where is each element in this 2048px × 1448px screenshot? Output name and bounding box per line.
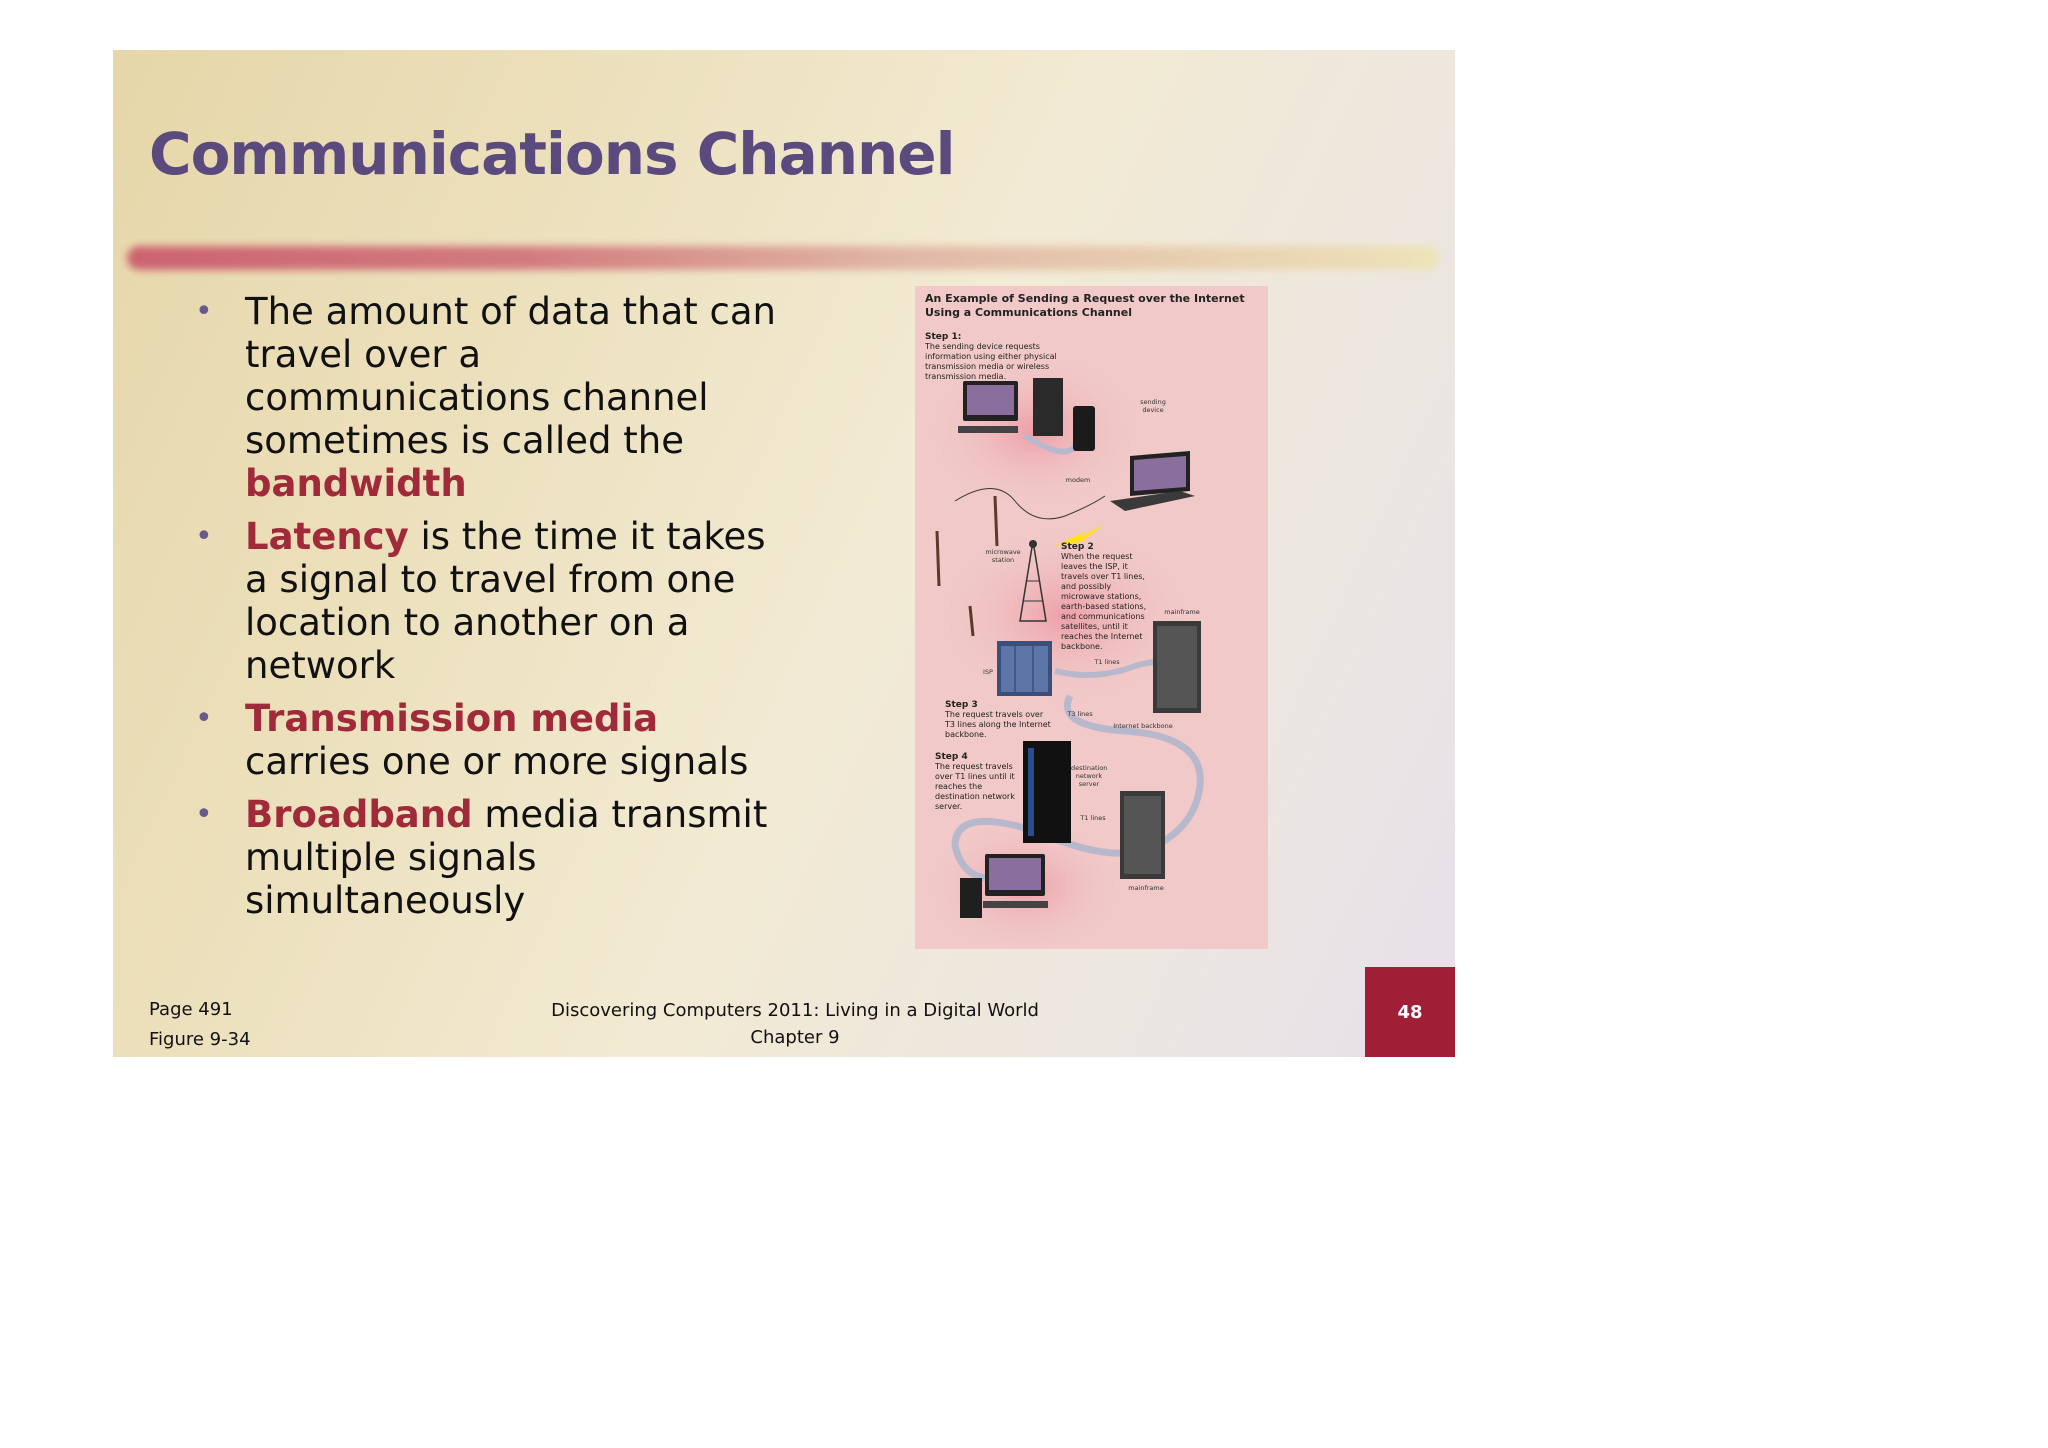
bullet-dot-icon: •: [195, 294, 213, 329]
slide-title: Communications Channel: [149, 120, 956, 188]
mainframe-icon: [1120, 791, 1165, 879]
bullet-item: • Broadband media transmit multiple sign…: [193, 793, 793, 922]
footer-reference: Page 491 Figure 9-34: [149, 995, 251, 1055]
modem-icon: [1073, 406, 1095, 451]
utility-pole-icon: [935, 495, 999, 637]
bullet-item: • The amount of data that can travel ove…: [193, 290, 793, 505]
tag-sending-device: sending device: [1140, 398, 1166, 414]
tag-t3-lines: T3 lines: [1067, 710, 1093, 718]
desktop-computer-icon: [960, 854, 1048, 918]
network-diagram-art: [925, 351, 1204, 949]
figure-step-4: Step 4 The request travels over T1 lines…: [935, 752, 1021, 812]
isp-server-icon: [997, 641, 1052, 696]
microwave-tower-icon: [1019, 540, 1047, 622]
desktop-computer-icon: [958, 378, 1063, 436]
bullet-highlight: Broadband: [245, 793, 473, 836]
step-text: When the request leaves the ISP, it trav…: [1061, 552, 1147, 651]
step-label: Step 1:: [925, 332, 962, 342]
step-label: Step 2: [1061, 542, 1094, 552]
figure-step-3: Step 3 The request travels over T3 lines…: [945, 700, 1055, 740]
step-label: Step 4: [935, 752, 968, 762]
figure-step-1: Step 1: The sending device requests info…: [925, 332, 1065, 382]
step-label: Step 3: [945, 700, 978, 710]
title-divider: [127, 246, 1439, 270]
tag-destination-server: destination network server: [1071, 764, 1108, 788]
footer-chapter: Chapter 9: [750, 1027, 840, 1048]
bullet-text: is the time it takes a signal to travel …: [245, 515, 766, 687]
tag-modem: modem: [1065, 476, 1091, 484]
destination-server-icon: [1023, 741, 1071, 843]
tag-internet-backbone: Internet backbone: [1113, 722, 1173, 730]
footer-book-title: Discovering Computers 2011: Living in a …: [551, 1000, 1039, 1021]
figure-title: An Example of Sending a Request over the…: [925, 292, 1245, 319]
bullet-highlight: bandwidth: [245, 462, 467, 505]
bullet-dot-icon: •: [195, 701, 213, 736]
step-text: The request travels over T1 lines until …: [935, 762, 1015, 811]
slide: Communications Channel • The amount of d…: [113, 50, 1455, 1057]
network-figure: An Example of Sending a Request over the…: [915, 286, 1268, 949]
tag-isp: ISP: [983, 668, 993, 676]
bullet-text: carries one or more signals: [245, 740, 749, 783]
bullet-highlight: Latency: [245, 515, 409, 558]
tag-t1-lines-top: T1 lines: [1094, 658, 1120, 666]
bullet-list: • The amount of data that can travel ove…: [193, 290, 793, 932]
bullet-text: The amount of data that can travel over …: [245, 290, 776, 462]
footer-book: Discovering Computers 2011: Living in a …: [533, 997, 1057, 1051]
figure-step-2: Step 2 When the request leaves the ISP, …: [1061, 542, 1147, 652]
tag-mainframe-bottom: mainframe: [1128, 884, 1164, 892]
bullet-dot-icon: •: [195, 519, 213, 554]
mainframe-icon: [1153, 621, 1201, 713]
tag-t1-lines-bottom: T1 lines: [1080, 814, 1106, 822]
bullet-highlight: Transmission media: [245, 697, 659, 740]
bullet-text: media transmit multiple signals simultan…: [245, 793, 768, 922]
slide-number-badge: 48: [1365, 967, 1455, 1057]
bullet-item: • Transmission media carries one or more…: [193, 697, 793, 783]
laptop-icon: [1110, 451, 1195, 511]
bullet-dot-icon: •: [195, 797, 213, 832]
tag-microwave-station: microwave station: [985, 548, 1021, 564]
step-text: The request travels over T3 lines along …: [945, 710, 1051, 739]
footer-page: Page 491: [149, 999, 233, 1020]
tag-mainframe-top: mainframe: [1164, 608, 1200, 616]
step-text: The sending device requests information …: [925, 342, 1057, 381]
footer-figure: Figure 9-34: [149, 1029, 251, 1050]
bullet-item: • Latency is the time it takes a signal …: [193, 515, 793, 687]
